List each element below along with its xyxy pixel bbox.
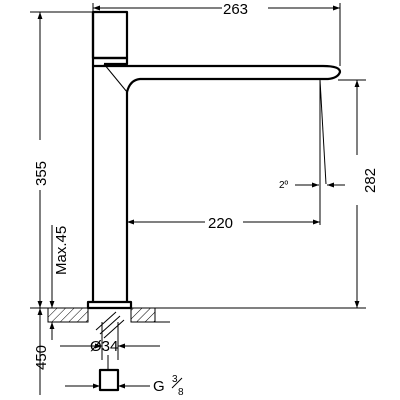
total-height-label: 355 (33, 161, 50, 186)
dimension-total-height: 355 (30, 11, 93, 308)
dimension-angle: 2º (279, 79, 345, 225)
max-deck-label: Max.45 (53, 226, 70, 275)
hose-length-label: 450 (33, 345, 50, 370)
connection-spec: G 3 8 (65, 374, 184, 398)
spout-height-label: 282 (362, 168, 379, 193)
thread-denominator: 8 (178, 387, 184, 398)
thread-numerator: 3 (172, 374, 178, 385)
width-top-label: 263 (223, 1, 248, 18)
dimension-width-top: 263 (92, 1, 341, 66)
connection-label: G (153, 378, 165, 395)
countertop-section (47, 307, 170, 323)
spout-reach-label: 220 (208, 215, 233, 232)
dimension-hose-length: 450 (30, 307, 50, 395)
dimension-spout-reach: 220 (127, 215, 320, 232)
dimension-hole-diameter: Ø34 (60, 338, 160, 355)
angle-label: 2º (279, 180, 289, 191)
dimension-spout-height: 282 (170, 79, 379, 309)
faucet-icon (86, 10, 342, 392)
dimension-max-deck: Max.45 (49, 225, 70, 340)
hole-diameter-label: Ø34 (90, 338, 118, 355)
